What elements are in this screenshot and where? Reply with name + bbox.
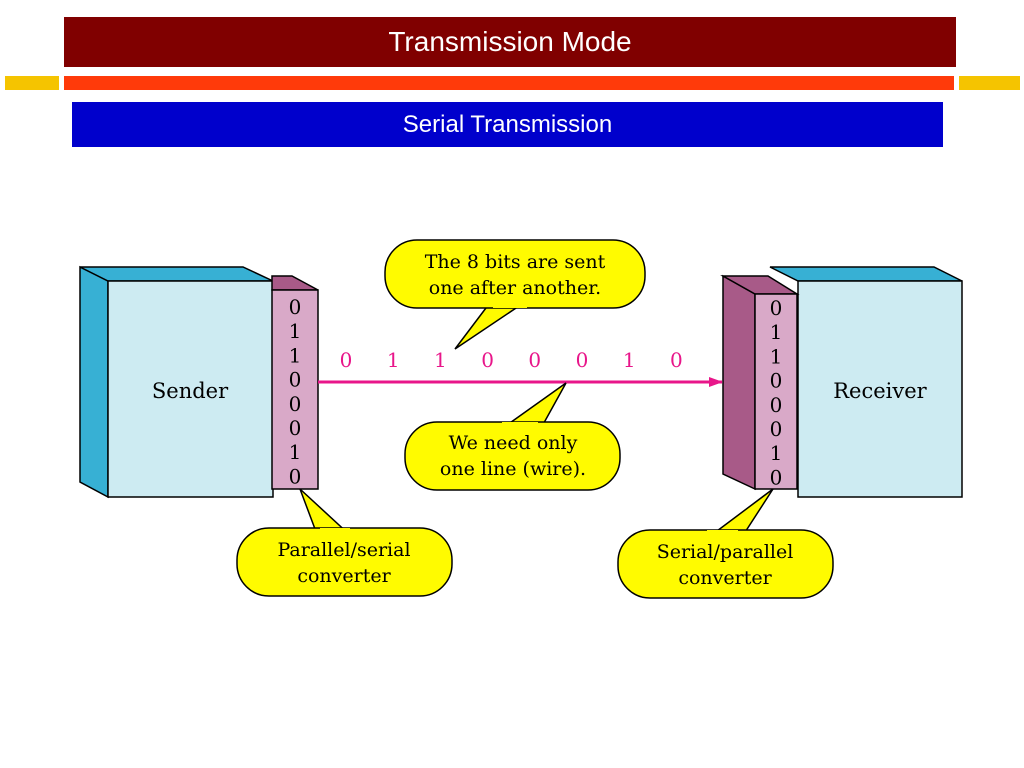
callout-one-wire-line1: We need only [449,432,578,454]
accent-bar-left [5,76,59,90]
callout-one-wire: We need only one line (wire). [404,382,621,491]
callout-parallel-serial-line2: converter [297,565,391,587]
receiver-label: Receiver [833,379,927,403]
callout-parallel-serial-line1: Parallel/serial [277,539,410,561]
sender-bit-4: 0 [289,392,302,416]
accent-bar-main [64,76,954,90]
callout-parallel-serial: Parallel/serial converter [236,488,453,597]
sender-bit-0: 0 [289,295,302,319]
sender-box: Sender [79,265,274,499]
receiver-bit-1: 1 [770,320,783,344]
sender-bit-3: 0 [289,368,302,392]
callout-bits-sent: The 8 bits are sent one after another. [384,239,646,350]
slide-subtitle: Serial Transmission [72,102,943,147]
receiver-bit-7: 0 [770,465,783,489]
receiver-bit-2: 1 [770,344,783,368]
callout-bits-sent-line2: one after another. [429,277,601,299]
sender-label: Sender [152,379,229,403]
sender-bit-1: 1 [289,319,302,343]
receiver-bit-6: 1 [770,441,783,465]
callout-bits-sent-line1: The 8 bits are sent [425,251,606,273]
wire-bit-2: 1 [434,348,447,372]
wire-bit-6: 1 [623,348,636,372]
sender-bit-6: 1 [289,440,302,464]
callout-serial-parallel: Serial/parallel converter [617,488,834,599]
receiver-bit-4: 0 [770,393,783,417]
receiver-box: Receiver [769,266,963,498]
slide-title: Transmission Mode [64,17,956,67]
receiver-bit-5: 0 [770,417,783,441]
wire-bit-0: 0 [340,348,353,372]
receiver-bit-0: 0 [770,296,783,320]
sender-bit-5: 0 [289,416,302,440]
callout-serial-parallel-line2: converter [678,567,772,589]
callout-serial-parallel-line1: Serial/parallel [657,541,794,563]
sender-bit-7: 0 [289,464,302,488]
wire-bit-5: 0 [576,348,589,372]
wire-bit-4: 0 [528,348,541,372]
wire-bit-3: 0 [481,348,494,372]
wire-bit-sequence: 0 1 1 0 0 0 1 0 [340,348,683,372]
callout-one-wire-line2: one line (wire). [440,458,586,480]
receiver-bit-3: 0 [770,369,783,393]
wire-bit-7: 0 [670,348,683,372]
accent-bar-right [959,76,1020,90]
sender-bit-2: 1 [289,343,302,367]
wire-bit-1: 1 [387,348,400,372]
